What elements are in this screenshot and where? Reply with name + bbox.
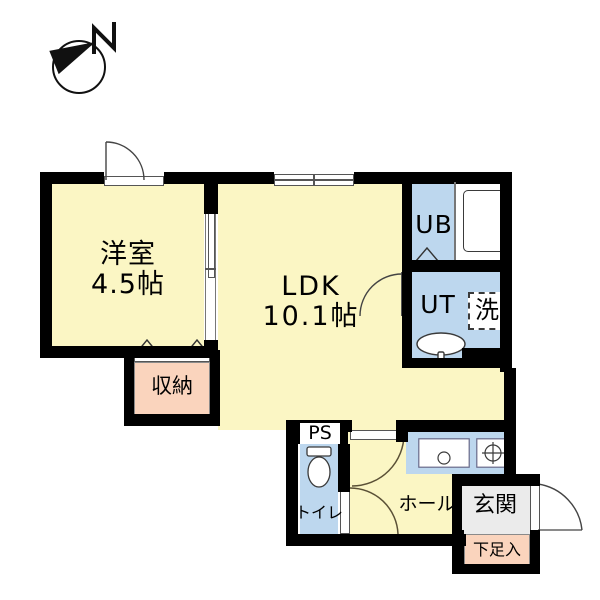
kitchen-sink-icon	[418, 438, 470, 468]
room-floor-genkan	[458, 484, 534, 534]
room-label-washitsu: 洋室 4.5帖	[76, 239, 180, 301]
room-label-unit-bath-name: UB	[415, 210, 453, 239]
wall-shoebox-left	[452, 530, 464, 570]
wall-right-outer-upper	[500, 172, 512, 372]
wall-closet-left	[124, 350, 134, 420]
room-label-hall: ホール	[396, 493, 458, 515]
swing-door-panel-balcony[interactable]	[104, 176, 164, 186]
wall-ut-bottom	[402, 358, 472, 368]
wall-left-outer	[40, 172, 52, 358]
wall-ldk-ub-left	[402, 182, 412, 262]
wall-partition-center-upper	[204, 172, 218, 214]
wall-genkan-top	[452, 474, 540, 486]
wall-closet-right	[210, 350, 220, 426]
wall-toilet-right	[338, 444, 350, 492]
room-label-genkan-name: 玄関	[472, 493, 517, 518]
room-label-washitsu-name: 洋室	[100, 239, 156, 270]
folding-door-arrow-ub	[415, 246, 439, 262]
wall-toilet-bottom	[286, 534, 350, 546]
room-floor-unit-bath	[412, 182, 456, 260]
room-floor-ldk-kitchen	[412, 358, 504, 430]
room-label-washer-name: 洗	[475, 296, 499, 324]
bathtub-icon	[463, 190, 505, 252]
wall-top-left	[40, 172, 104, 184]
room-label-shoebox-name: 下足入	[472, 540, 521, 559]
wall-kitchen-right	[504, 420, 516, 476]
wall-top-mid-2	[354, 172, 512, 184]
wall-shoebox-bottom	[452, 564, 540, 574]
wall-genkan-left	[452, 476, 462, 536]
wall-ut-bottom-right	[462, 348, 512, 368]
room-floor-closet	[134, 362, 210, 416]
wall-partition-center-lower	[204, 340, 218, 358]
room-label-hall-name: ホール	[398, 493, 456, 515]
compass-n-letter-icon	[92, 22, 116, 54]
wall-ldk-left-lower	[286, 420, 298, 546]
room-label-washitsu-area: 4.5帖	[91, 269, 165, 301]
wall-ut-left	[402, 272, 412, 368]
sliding-window-center-mark	[313, 174, 315, 186]
room-label-genkan: 玄関	[462, 493, 528, 519]
compass-rose	[46, 22, 118, 94]
wall-genkan-right-lower	[530, 530, 540, 570]
swing-door-icon-toilet	[349, 487, 399, 535]
room-label-toilet-name: トイレ	[294, 503, 343, 522]
room-label-closet-name: 収納	[151, 374, 193, 398]
room-label-utility: UT	[412, 291, 464, 319]
room-floor-washitsu	[52, 182, 204, 348]
room-label-ldk-area: 10.1帖	[262, 301, 360, 333]
room-label-ldk: LDK 10.1帖	[254, 271, 368, 333]
room-label-closet: 収納	[134, 374, 210, 399]
room-label-washer: 洗	[468, 297, 506, 324]
stove-burner-icon	[476, 438, 510, 468]
sliding-door-center-mark	[205, 268, 216, 270]
wall-hall-top	[406, 420, 516, 432]
wall-hall-bottom	[344, 534, 466, 546]
wall-top-mid-1	[164, 172, 274, 184]
swing-door-icon-ut	[359, 273, 403, 317]
room-floor-ldk	[218, 182, 412, 430]
room-label-unit-bath: UB	[410, 211, 458, 239]
wall-ub-inner-divider	[454, 182, 456, 260]
wall-hall-kitchen-left	[396, 420, 408, 442]
room-label-shoebox: 下足入	[464, 541, 530, 559]
swing-door-icon-hall-ldk	[351, 433, 405, 487]
room-label-utility-name: UT	[420, 290, 456, 319]
room-label-pipe-shaft: PS	[300, 422, 340, 445]
compass-circle-icon	[52, 40, 106, 94]
swing-door-icon-balcony	[105, 141, 145, 181]
room-label-ldk-name: LDK	[281, 271, 341, 302]
toilet-bowl-icon	[306, 446, 332, 488]
wall-right-lower-outer	[504, 368, 516, 424]
wall-closet-bottom	[124, 414, 220, 426]
room-label-toilet: トイレ	[294, 504, 344, 522]
room-label-pipe-shaft-name: PS	[308, 422, 332, 444]
wall-genkan-right	[530, 474, 540, 486]
entry-door-icon	[537, 483, 583, 531]
wall-ub-ut-divider	[402, 260, 512, 272]
